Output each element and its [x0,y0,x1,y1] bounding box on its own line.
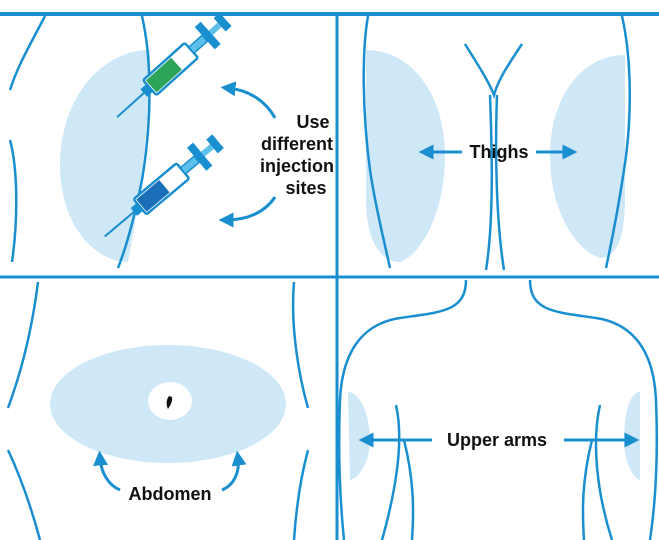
injection-area-left-arm [348,392,370,480]
arrow-icon [222,458,238,490]
label-upper-arms: Upper arms [447,430,547,450]
label-use-line-1: Use [296,112,329,132]
arrow-icon [228,88,275,118]
injection-area-right-arm [624,392,640,480]
injection-area-left-thigh [366,50,445,262]
label-use-line-2: different [261,134,333,154]
panel-bottom-right: Upper arms [339,280,657,540]
label-abdomen: Abdomen [129,484,212,504]
panel-bottom-left: Abdomen [8,282,308,540]
label-use-line-3: injection [260,156,334,176]
arrow-icon [100,458,120,490]
label-use-line-4: sites [285,178,326,198]
panel-top-right: Thighs [364,16,630,270]
shoulders-outline [339,280,657,540]
injection-area-left-side [60,50,150,262]
label-thighs: Thighs [470,142,529,162]
arrow-icon [226,197,275,220]
panel-top-left: Use different injection sites [10,8,334,268]
